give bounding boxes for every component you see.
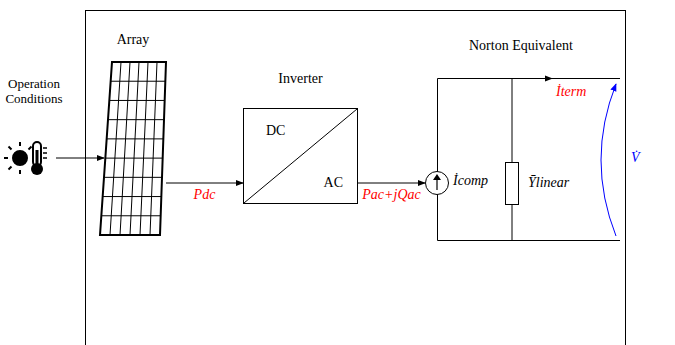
admittance-label: Ȳlinear: [528, 175, 569, 191]
terminal-wire: [512, 78, 620, 79]
power-label: Pdc: [192, 187, 218, 203]
conditions-label: Operation Conditions: [0, 77, 68, 107]
norton-equivalent-outline: [437, 78, 512, 241]
admittance-box: Ȳlinear: [505, 162, 519, 205]
input-arrow: [56, 158, 104, 159]
current-arrow: [530, 78, 552, 79]
port-label: DC: [266, 123, 285, 139]
node-heading: Inverter: [278, 71, 322, 87]
solar-array-outline: [100, 62, 166, 235]
norton-equivalent: Norton EquivalentİcompȲlinear: [437, 78, 512, 241]
sun-icon: [4, 142, 32, 174]
current-label: İterm: [556, 84, 586, 100]
thermometer-icon: [31, 142, 47, 175]
power-label: Pac+jQac: [360, 187, 422, 203]
inverter-box: InverterDCAC: [243, 108, 358, 204]
current-source: İcomp: [425, 171, 449, 195]
system-boundary: [86, 11, 626, 345]
power-flow-arrow: [358, 183, 425, 184]
node-heading: Array: [117, 32, 150, 48]
current-source-outline: [425, 171, 449, 195]
node-heading: Norton Equivalent: [469, 38, 573, 54]
admittance-box-outline: [506, 163, 518, 204]
port-label: AC: [324, 175, 343, 191]
source-label: İcomp: [453, 173, 488, 189]
voltage-arrow: [601, 84, 616, 236]
terminal-wire: [512, 240, 620, 241]
solar-array: Array: [100, 62, 166, 235]
power-flow-arrow: [166, 183, 243, 184]
voltage-label: V̇: [631, 150, 640, 166]
